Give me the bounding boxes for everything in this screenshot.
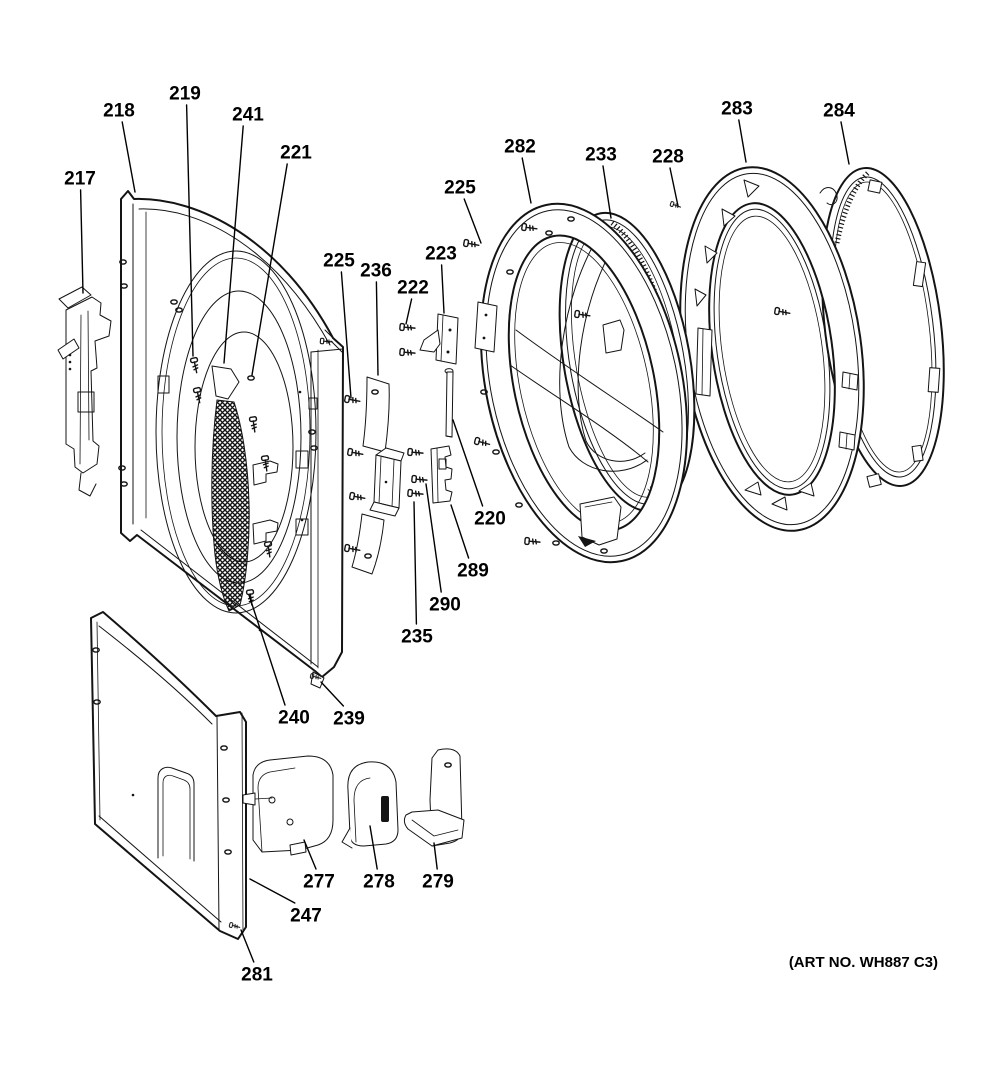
callout-leader-233: [602, 165, 612, 219]
part-front-panel-218: [118, 190, 344, 689]
callout-label-218: 218: [103, 101, 135, 122]
part-hinge-bracket-217: [57, 286, 112, 497]
callout-label-247: 247: [290, 906, 322, 927]
callout-label-283: 283: [721, 99, 753, 120]
callout-leader-235: [413, 501, 418, 625]
callout-label-219: 219: [169, 84, 201, 105]
callout-leader-218: [121, 121, 136, 193]
callout-leader-279: [433, 842, 438, 870]
callout-leader-282: [521, 157, 532, 204]
part-lower-panel-247: [90, 611, 247, 940]
callout-label-235: 235: [401, 627, 433, 648]
callout-leader-228: [669, 167, 679, 207]
callout-label-222: 222: [397, 278, 429, 299]
callout-leader-277: [303, 839, 317, 870]
callout-label-225: 225: [444, 178, 476, 199]
part-door-strike-289: [407, 445, 453, 504]
part-latch-hinge-223: [399, 313, 459, 365]
callout-label-281: 281: [241, 965, 273, 986]
part-cover-277: [242, 755, 334, 856]
callout-label-217: 217: [64, 169, 96, 190]
callout-label-282: 282: [504, 137, 536, 158]
callout-leader-278: [369, 825, 378, 870]
callout-label-290: 290: [429, 595, 461, 616]
callout-leader-289: [450, 504, 470, 559]
callout-leader-225: [340, 271, 352, 399]
part-hinge-strip-240: [211, 365, 279, 612]
callout-leader-221: [251, 163, 288, 376]
callout-label-220: 220: [474, 509, 506, 530]
callout-label-284: 284: [823, 101, 855, 122]
callout-label-241: 241: [232, 105, 264, 126]
callout-leader-290: [425, 483, 442, 593]
screw-228: [669, 200, 682, 210]
callout-leader-225: [463, 198, 482, 244]
callout-label-239: 239: [333, 709, 365, 730]
callout-label-223: 223: [425, 244, 457, 265]
part-hinge-pin-220: [444, 368, 454, 438]
callout-label-289: 289: [457, 561, 489, 582]
callout-label-279: 279: [422, 872, 454, 893]
callout-label-278: 278: [363, 872, 395, 893]
callout-label-228: 228: [652, 147, 684, 168]
callout-leader-219: [185, 104, 194, 357]
callout-leader-223: [440, 264, 445, 314]
part-reinforcement-strip-236: [343, 376, 405, 575]
callout-leader-239: [320, 681, 345, 707]
callout-leader-217: [79, 189, 84, 294]
callout-leader-240: [248, 594, 286, 706]
callout-label-236: 236: [360, 261, 392, 282]
part-bracket-279: [403, 748, 465, 847]
callout-leader-222: [405, 298, 413, 325]
part-door-inner-frame-282: [462, 202, 689, 564]
callout-leader-247: [249, 878, 296, 904]
callout-leader-220: [452, 419, 484, 507]
callout-leader-284: [840, 121, 850, 165]
callout-label-221: 221: [280, 143, 312, 164]
callout-leader-236: [375, 281, 379, 376]
callout-leader-281: [240, 929, 255, 963]
callout-label-225: 225: [323, 251, 355, 272]
callout-leader-283: [738, 119, 747, 163]
art-number: (ART NO. WH887 C3): [789, 954, 938, 971]
callout-label-233: 233: [585, 145, 617, 166]
callout-label-277: 277: [303, 872, 335, 893]
part-cover-278: [341, 761, 399, 849]
part-door-frame-283: [679, 166, 865, 532]
callout-label-240: 240: [278, 708, 310, 729]
callout-leader-241: [223, 125, 244, 364]
